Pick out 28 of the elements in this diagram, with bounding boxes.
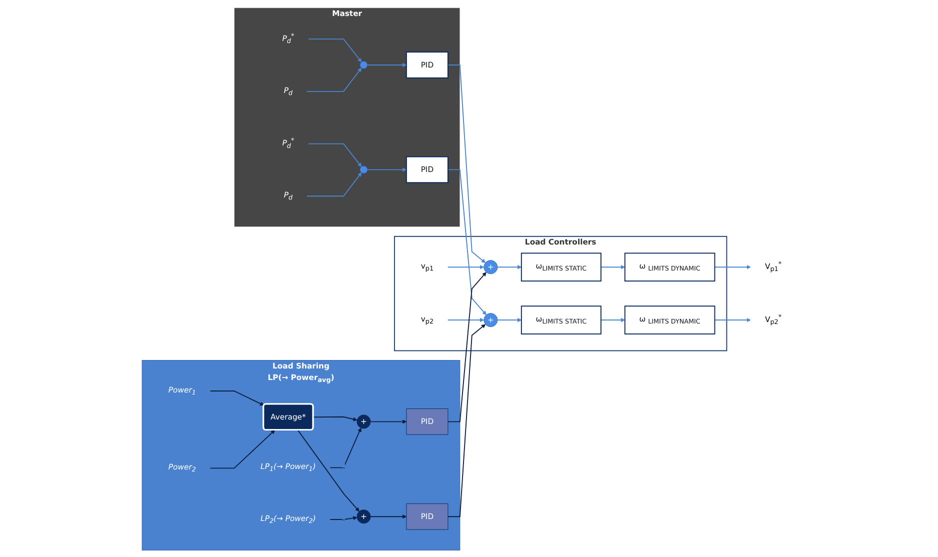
- arrow: [447, 324, 486, 517]
- arrow: [447, 64, 486, 262]
- arrow: [714, 264, 751, 269]
- arrow: [330, 516, 358, 520]
- arrow: [600, 317, 626, 322]
- arrow: [497, 317, 522, 322]
- arrow: [600, 264, 626, 269]
- node-circle: [360, 60, 368, 68]
- arrow: [306, 172, 362, 196]
- arrow: [210, 390, 264, 406]
- arrow: [308, 38, 362, 62]
- arrow: [297, 429, 360, 512]
- arrow: [370, 419, 407, 424]
- arrow: [366, 167, 407, 172]
- arrow: [330, 427, 362, 468]
- arrow: [447, 264, 484, 269]
- arrow: [370, 514, 407, 518]
- arrow: [312, 416, 358, 421]
- arrow: [366, 62, 407, 67]
- node-circle: [360, 165, 368, 174]
- arrow: [308, 142, 362, 167]
- arrow: [714, 317, 751, 322]
- arrow: [447, 317, 484, 322]
- arrow: [306, 67, 362, 92]
- arrow: [497, 264, 522, 269]
- arrow: [447, 272, 486, 422]
- arrow: [447, 168, 486, 315]
- arrow: [210, 429, 276, 468]
